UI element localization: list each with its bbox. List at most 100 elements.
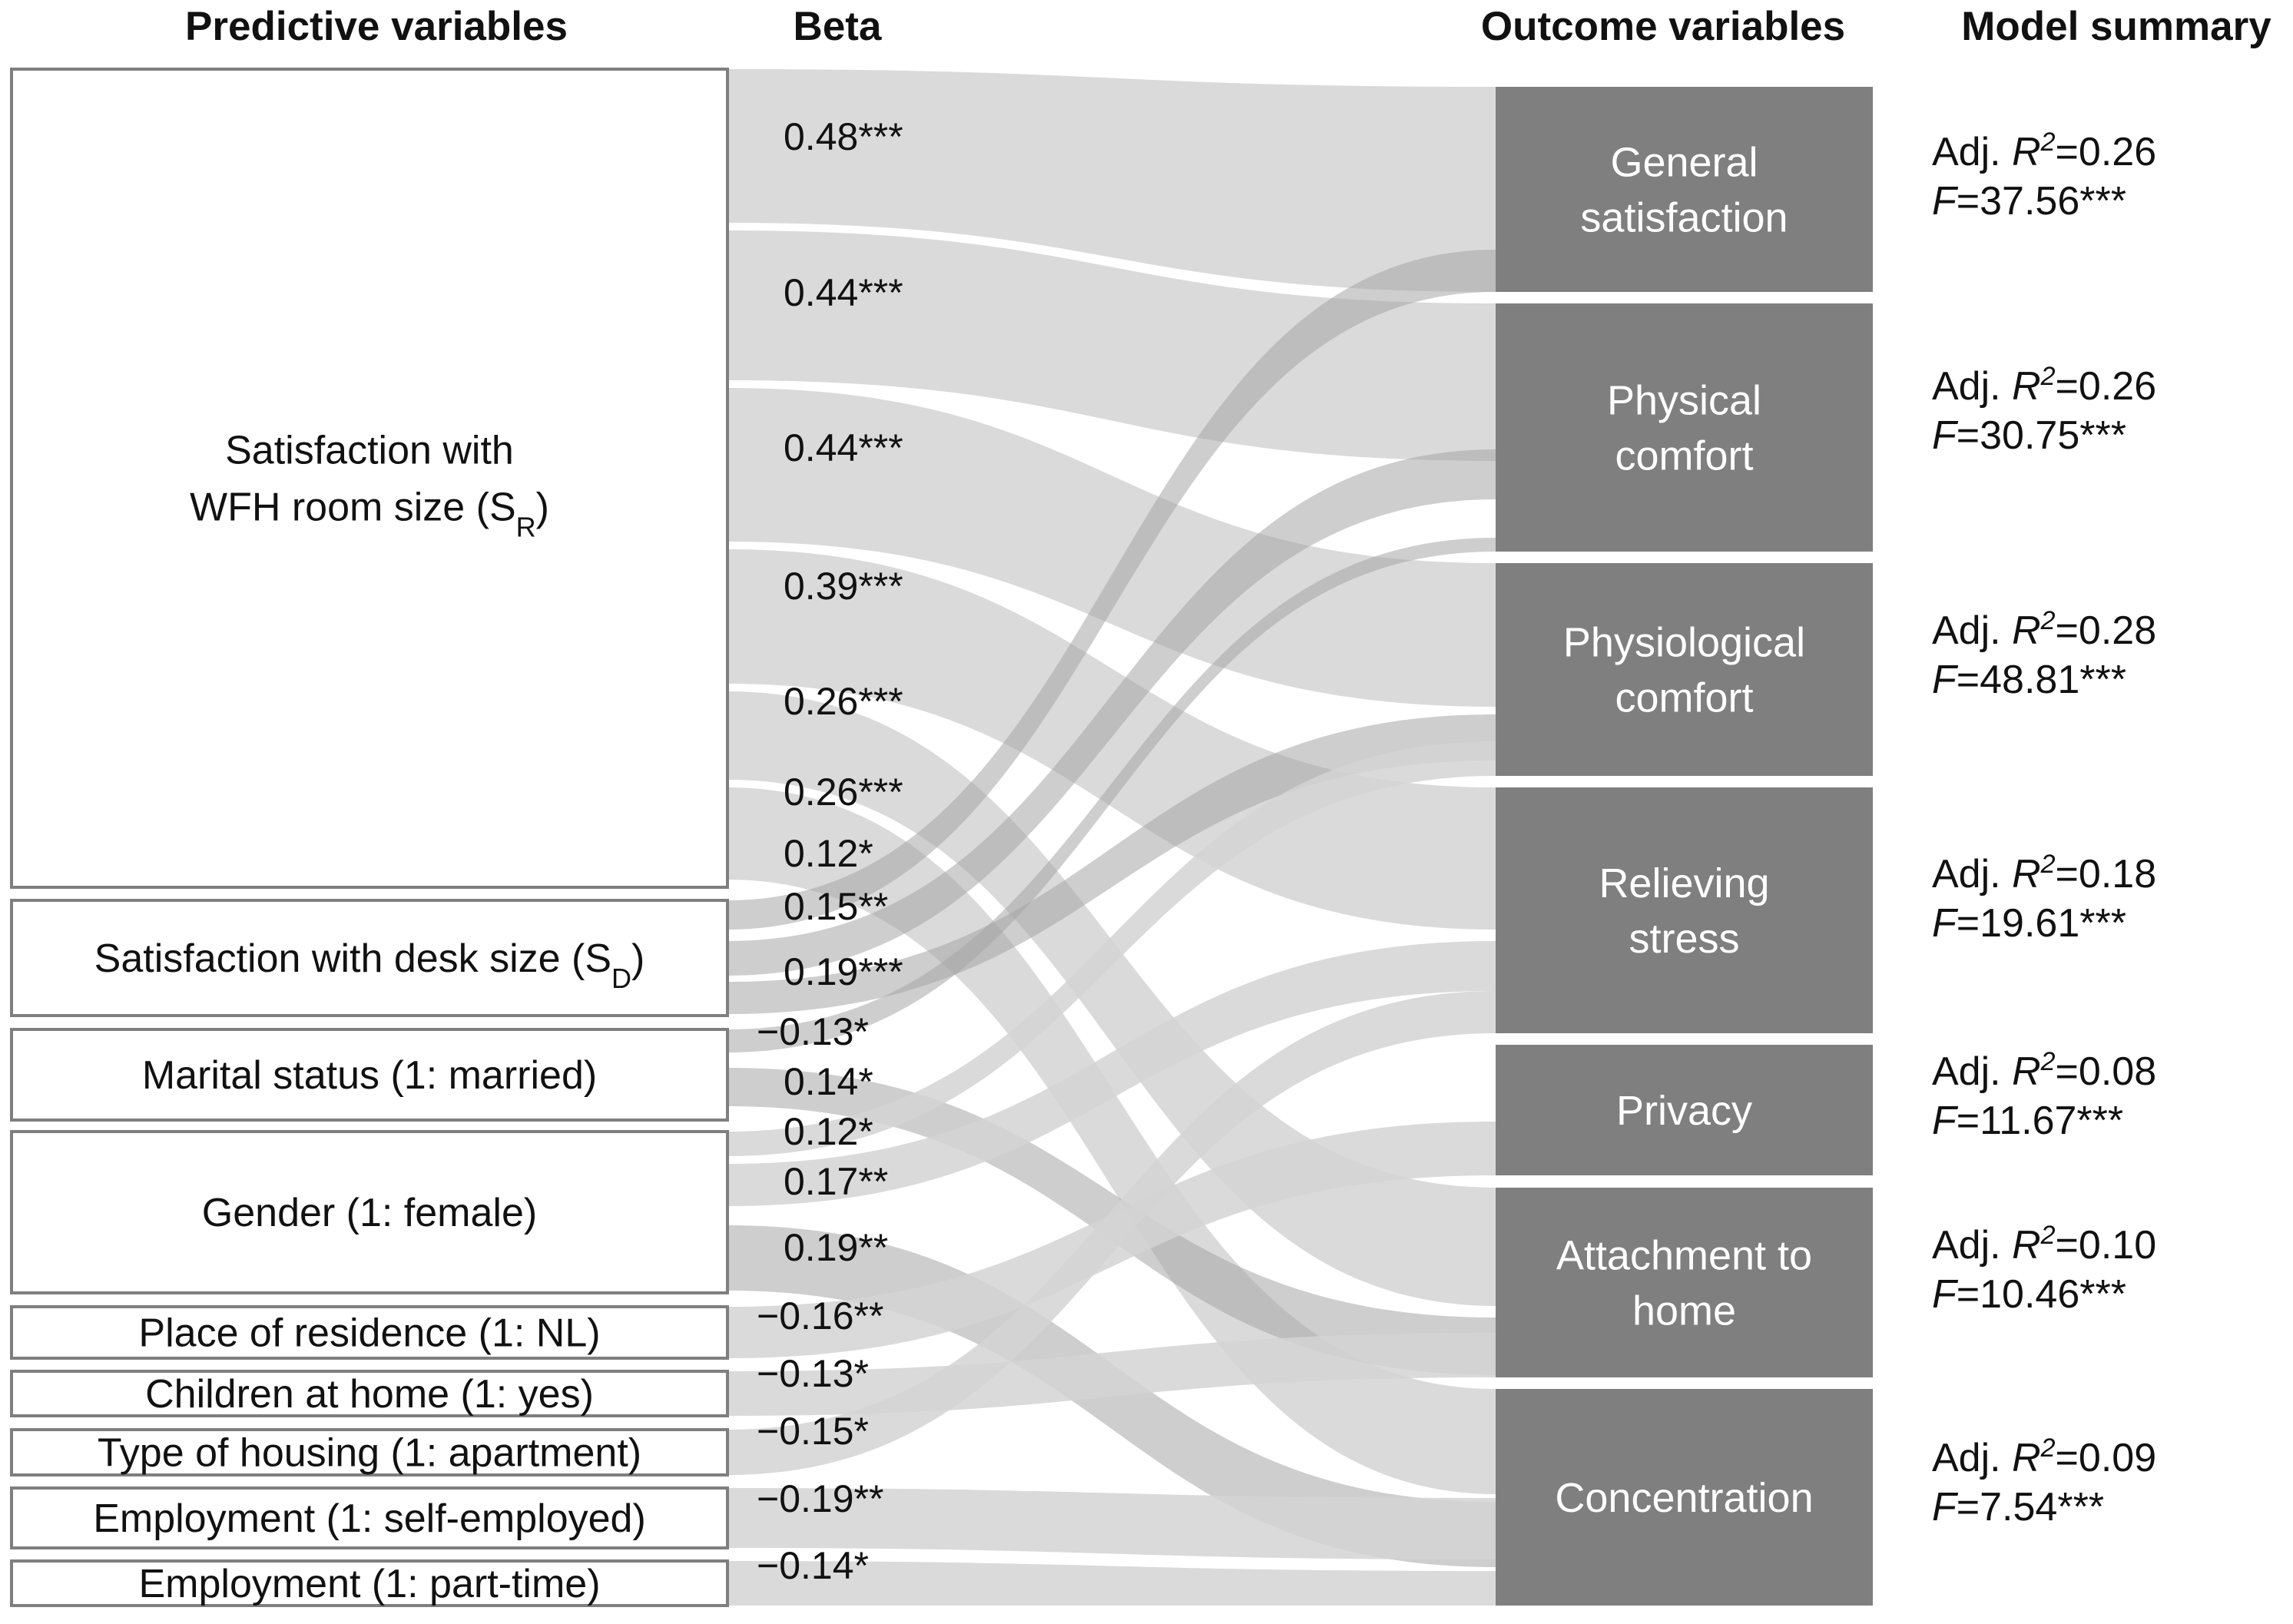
beta-label: 0.39***: [784, 565, 903, 608]
beta-label: 0.15**: [784, 885, 888, 928]
predictor-ms: Marital status (1: married): [10, 1028, 729, 1122]
predictor-label: Type of housing (1: apartment): [98, 1431, 641, 1476]
summary-gs: Adj. R2=0.26F=37.56***: [1932, 128, 2156, 224]
outcome-pv: Privacy: [1496, 1045, 1873, 1175]
beta-label: −0.16**: [757, 1294, 883, 1337]
header-predictive-variables: Predictive variables: [185, 4, 568, 49]
outcome-pc: Physical comfort: [1496, 303, 1873, 552]
predictor-g: Gender (1: female): [10, 1130, 729, 1294]
outcome-box: [1496, 87, 1873, 292]
flow-sr-to-gs: [727, 69, 1496, 292]
predictor-label: Satisfaction with desk size (SD): [94, 936, 645, 994]
flow-es-to-co: [727, 1488, 1496, 1559]
flow-g-to-rs: [727, 941, 1496, 1206]
beta-labels: 0.48*** 0.44*** 0.44*** 0.39*** 0.26*** 0.26*…: [757, 115, 903, 1587]
header-outcome-variables: Outcome variables: [1481, 4, 1845, 49]
predictor-box: [10, 1305, 729, 1360]
summary-r2: Adj. R2=0.26: [1932, 128, 2156, 174]
outcome-label: Privacy: [1616, 1088, 1752, 1134]
predictor-box: [10, 1559, 729, 1607]
flow-sd-to-gs: [727, 250, 1496, 930]
flow-ms-to-pc: [727, 538, 1496, 1052]
summary-r2: Adj. R2=0.26: [1932, 362, 2156, 409]
outcome-co: Concentration: [1496, 1389, 1873, 1606]
predictor-box: [10, 68, 729, 889]
predictor-label: Place of residence (1: NL): [138, 1311, 600, 1356]
beta-label: 0.19***: [784, 950, 903, 993]
predictor-ep: Employment (1: part-time): [10, 1559, 729, 1607]
beta-label: 0.12*: [784, 832, 873, 875]
beta-label: −0.15*: [757, 1410, 869, 1453]
summary-r2: Adj. R2=0.10: [1932, 1221, 2156, 1268]
beta-label: 0.17**: [784, 1160, 888, 1203]
predictor-label: Marital status (1: married): [142, 1053, 597, 1098]
predictor-label: Gender (1: female): [202, 1191, 537, 1235]
summary-r2: Adj. R2=0.08: [1932, 1047, 2156, 1094]
flow-ep-to-co: [727, 1561, 1496, 1606]
summary-f: F=10.46***: [1932, 1272, 2126, 1317]
outcome-box: [1496, 303, 1873, 552]
flow-sr-to-pc: [727, 230, 1496, 461]
outcome-label: comfort: [1615, 433, 1753, 479]
predictor-ch: Children at home (1: yes): [10, 1370, 729, 1417]
summary-f: F=30.75***: [1932, 413, 2126, 458]
summary-pc: Adj. R2=0.26F=30.75***: [1932, 362, 2156, 458]
predictor-box: [10, 1486, 729, 1549]
outcome-box: [1496, 1045, 1873, 1175]
beta-label: 0.19**: [784, 1226, 888, 1269]
header-model-summary: Model summary: [1961, 4, 2271, 49]
summary-r2: Adj. R2=0.18: [1932, 850, 2156, 897]
flow-sr-to-co: [727, 787, 1496, 1494]
summary-f: F=7.54***: [1932, 1485, 2104, 1530]
beta-label: 0.26***: [784, 680, 903, 723]
predictor-label: Employment (1: self-employed): [93, 1496, 646, 1541]
flow-sd-to-pc: [727, 449, 1496, 976]
predictor-box: [10, 1428, 729, 1477]
model-summaries: Adj. R2=0.26F=37.56***Adj. R2=0.26F=30.7…: [1932, 128, 2156, 1530]
predictor-box: [10, 1028, 729, 1122]
beta-label: 0.12*: [784, 1110, 873, 1153]
summary-f: F=19.61***: [1932, 901, 2126, 946]
outcome-label: Physiological: [1563, 620, 1805, 666]
summary-r2: Adj. R2=0.28: [1932, 606, 2156, 653]
flow-ribbons: [727, 69, 1496, 1606]
predictor-label: WFH room size (SR): [190, 486, 549, 543]
summary-f: F=48.81***: [1932, 658, 2126, 702]
summary-phc: Adj. R2=0.28F=48.81***: [1932, 606, 2156, 702]
beta-label: 0.44***: [784, 271, 903, 314]
predictor-label: Employment (1: part-time): [138, 1562, 600, 1606]
outcome-boxes: GeneralsatisfactionPhysicalcomfortPhysio…: [1496, 87, 1873, 1606]
predictor-th: Type of housing (1: apartment): [10, 1428, 729, 1477]
outcome-box: [1496, 1188, 1873, 1377]
beta-label: 0.26***: [784, 771, 903, 814]
outcome-label: Physical: [1607, 378, 1761, 424]
outcome-label: General: [1610, 140, 1758, 186]
beta-label: −0.13*: [757, 1010, 869, 1053]
predictor-es: Employment (1: self-employed): [10, 1486, 729, 1549]
flow-sd-to-phc: [727, 714, 1496, 1014]
outcome-label: comfort: [1615, 675, 1753, 721]
summary-f: F=37.56***: [1932, 179, 2126, 224]
outcome-box: [1496, 563, 1873, 776]
beta-label: 0.48***: [784, 115, 903, 158]
beta-label: 0.44***: [784, 426, 903, 469]
beta-label: 0.14*: [784, 1060, 873, 1103]
predictor-box: [10, 1130, 729, 1294]
flow-sr-to-phc: [727, 388, 1496, 707]
outcome-label: stress: [1629, 916, 1739, 962]
summary-r2: Adj. R2=0.09: [1932, 1433, 2156, 1480]
outcome-box: [1496, 787, 1873, 1033]
predictor-box: [10, 899, 729, 1017]
predictor-label: Satisfaction with: [225, 429, 514, 473]
summary-ah: Adj. R2=0.10F=10.46***: [1932, 1221, 2156, 1317]
header-beta: Beta: [794, 4, 882, 49]
summary-pv: Adj. R2=0.08F=11.67***: [1932, 1047, 2156, 1143]
outcome-label: home: [1632, 1288, 1736, 1334]
predictor-pr: Place of residence (1: NL): [10, 1305, 729, 1360]
